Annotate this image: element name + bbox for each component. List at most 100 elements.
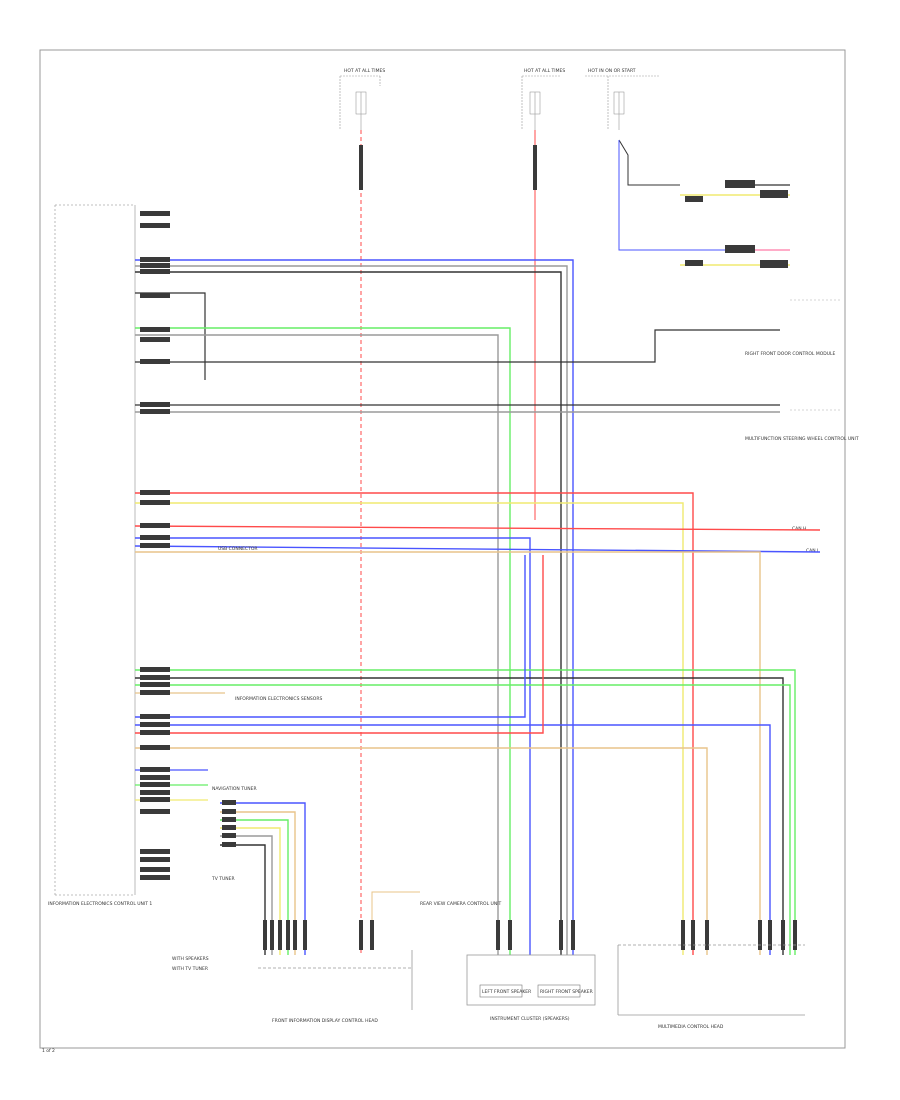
wire-color-tag (140, 543, 170, 548)
wire-green-low-2 (135, 684, 791, 955)
feed-wire-tag (359, 145, 363, 190)
connector-pin (559, 920, 563, 950)
wire-blue-low-2 (135, 724, 771, 955)
connector-pin (263, 920, 267, 950)
connector-pin (781, 920, 785, 950)
wire-color-tag (140, 409, 170, 414)
wire-color-tag (140, 293, 170, 298)
wire-color-tag (140, 263, 170, 268)
connector-pin (508, 920, 512, 950)
fuse-box-1: HOT AT ALL TIMES (339, 68, 385, 130)
wire-color-tag (140, 875, 170, 880)
wire-tags (140, 145, 797, 950)
front-module-label: FRONT INFORMATION DISPLAY CONTROL HEAD (272, 1018, 378, 1024)
fuse-box-1-label: HOT AT ALL TIMES (344, 68, 385, 74)
connector-pin (370, 920, 374, 950)
wire-color-tag (222, 833, 236, 838)
fuse-box-2-label: HOT AT ALL TIMES (524, 68, 565, 74)
multimedia-module-label: MULTIMEDIA CONTROL HEAD (658, 1024, 724, 1030)
connector-pin (681, 920, 685, 950)
nav-tuner-note: NAVIGATION TUNER (212, 786, 257, 792)
wire-color-tag (140, 690, 170, 695)
wire-color-tag (140, 797, 170, 802)
connector-pin (286, 920, 290, 950)
wire-color-tag (140, 745, 170, 750)
wire-color-tag (140, 667, 170, 672)
right-note-2: MULTIFUNCTION STEERING WHEEL CONTROL UNI… (745, 436, 859, 442)
fuse-box-3-label: HOT IN ON OR START (588, 68, 636, 74)
left-legend-1: WITH SPEAKERS (172, 956, 209, 962)
right-arrow-label-2: CAN L (806, 548, 820, 554)
tv-tuner-note: TV TUNER (211, 876, 235, 882)
front-display-module: FRONT INFORMATION DISPLAY CONTROL HEAD (258, 950, 413, 1024)
left-control-module: INFORMATION ELECTRONICS CONTROL UNIT 1 W… (48, 204, 209, 972)
wire-color-tag (140, 402, 170, 407)
speakers-module: LEFT FRONT SPEAKER RIGHT FRONT SPEAKER I… (466, 954, 596, 1022)
wire-bundle (134, 259, 821, 955)
wire-gray-2 (135, 334, 499, 955)
wire-color-tag (140, 722, 170, 727)
wire-tan-mid (135, 551, 761, 955)
connector-pin (768, 920, 772, 950)
connector-pin (293, 920, 297, 950)
right-arrow-label-1: CAN H (792, 526, 806, 532)
connector-pin (278, 920, 282, 950)
rear-note: REAR VIEW CAMERA CONTROL UNIT (420, 901, 502, 907)
wire-color-tag (140, 223, 170, 228)
page-id: 1 of 2 (42, 1048, 55, 1054)
connector-pin (270, 920, 274, 950)
connector-pin (793, 920, 797, 950)
wire-blue-top (135, 259, 574, 955)
wire-color-tag (140, 782, 170, 787)
wire-color-tag (140, 257, 170, 262)
wire-color-tag (140, 337, 170, 342)
wire-blue-low (135, 555, 526, 718)
wire-color-tag (140, 809, 170, 814)
wire-color-tag (222, 825, 236, 830)
diagram-frame (39, 49, 846, 1049)
wire-yellow-fl (220, 827, 281, 955)
left-module-label: INFORMATION ELECTRONICS CONTROL UNIT 1 (48, 901, 152, 907)
wire-red-2 (134, 525, 821, 531)
wire-color-tag (140, 767, 170, 772)
wire-color-tag (140, 327, 170, 332)
connector-pin (496, 920, 500, 950)
right-note-1: RIGHT FRONT DOOR CONTROL MODULE (745, 351, 836, 357)
wire-color-tag (140, 500, 170, 505)
right-top-devices (618, 139, 790, 268)
wire-color-tag (140, 211, 170, 216)
wire-tan-fl (220, 811, 296, 955)
wire-black-fl (220, 844, 266, 955)
fuse-box-2: HOT AT ALL TIMES (521, 68, 565, 130)
sensor-note: INFORMATION ELECTRONICS SENSORS (235, 696, 322, 702)
wire-green-low-1 (135, 669, 796, 955)
wire-green-fl (220, 819, 289, 955)
wire-color-tag (140, 535, 170, 540)
wire-black-low (135, 677, 784, 955)
connector-pin (705, 920, 709, 950)
wire-black-2 (135, 292, 206, 380)
fuse-box-3: HOT IN ON OR START (585, 68, 660, 130)
wire-color-tag (222, 817, 236, 822)
wire-color-tag (140, 790, 170, 795)
speakers-module-label: INSTRUMENT CLUSTER (SPEAKERS) (490, 1016, 570, 1022)
wire-green-1 (135, 327, 511, 955)
connector-pin (758, 920, 762, 950)
feed-wire-tag (533, 145, 537, 190)
wire-color-tag (140, 849, 170, 854)
wire-black-top (135, 271, 562, 955)
wire-color-tag (140, 682, 170, 687)
wire-blue-2 (135, 537, 531, 955)
wire-red-low (135, 555, 544, 734)
left-speaker-label: LEFT FRONT SPEAKER (482, 989, 531, 995)
wire-blue-fl (220, 802, 306, 955)
wire-blue-3 (134, 545, 821, 553)
wire-color-tag (222, 842, 236, 847)
wire-color-tag (222, 809, 236, 814)
wire-color-tag (140, 775, 170, 780)
wire-color-tag (140, 675, 170, 680)
wire-tan-low-2 (135, 747, 708, 955)
wire-color-tag (140, 523, 170, 528)
wire-color-tag (140, 490, 170, 495)
connector-pin (359, 920, 363, 950)
